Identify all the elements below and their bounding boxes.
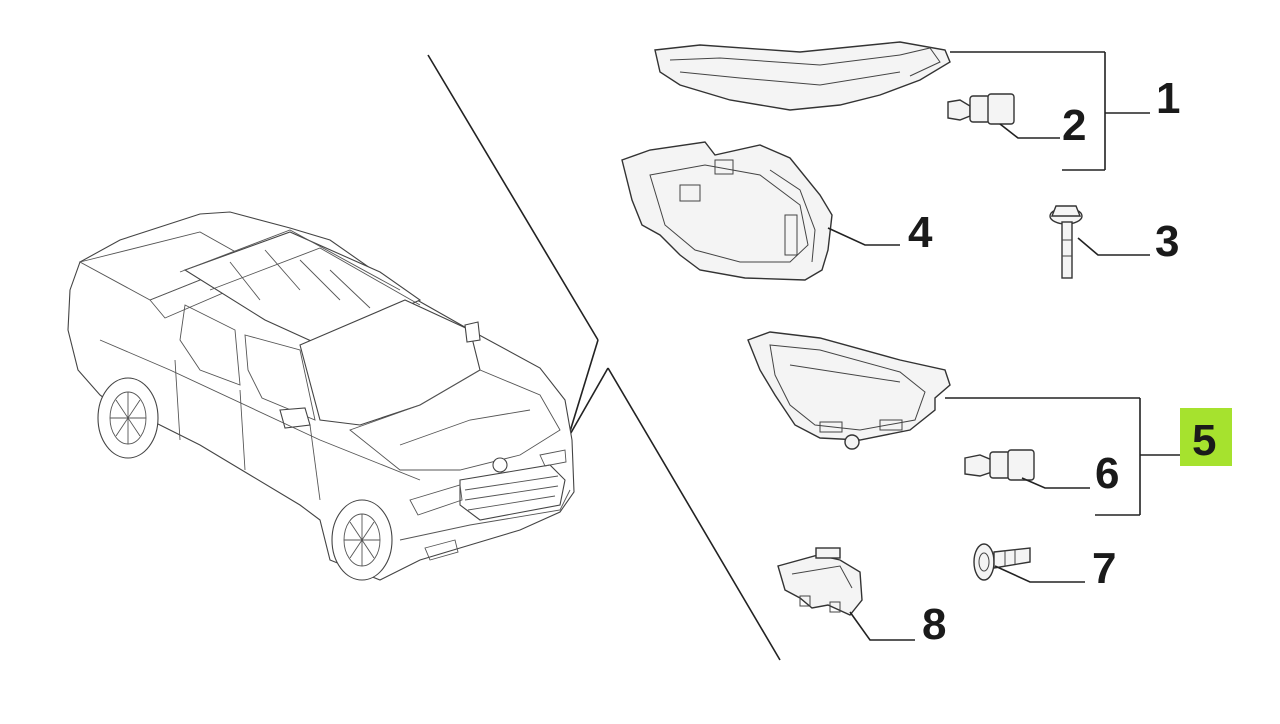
callout-1: 1 [1156,74,1180,123]
bracket-part[interactable] [621,141,833,281]
callout-5-highlight [1180,408,1232,466]
callout-6: 6 [1095,449,1119,498]
callout-7: 7 [1092,544,1116,593]
callout-2: 2 [1062,101,1086,150]
headlamp-part[interactable] [654,41,951,111]
callout-3: 3 [1155,217,1179,266]
callout-labels: 1 2 3 4 5 6 7 8 [908,74,1232,649]
leader-lines [827,51,1180,641]
bulb-part-6[interactable] [964,449,1035,481]
cover-part[interactable] [777,547,863,616]
callout-5: 5 [1192,416,1216,465]
callout-4: 4 [908,208,933,257]
pickup-truck-illustration [67,211,575,581]
zoom-wedge-lines [427,54,781,661]
bulb-part[interactable] [947,93,1015,125]
callout-8: 8 [922,600,946,649]
fog-lamp-housing-part[interactable] [747,331,951,450]
bolt-part[interactable] [1049,205,1083,279]
screw-part[interactable] [973,543,1031,581]
